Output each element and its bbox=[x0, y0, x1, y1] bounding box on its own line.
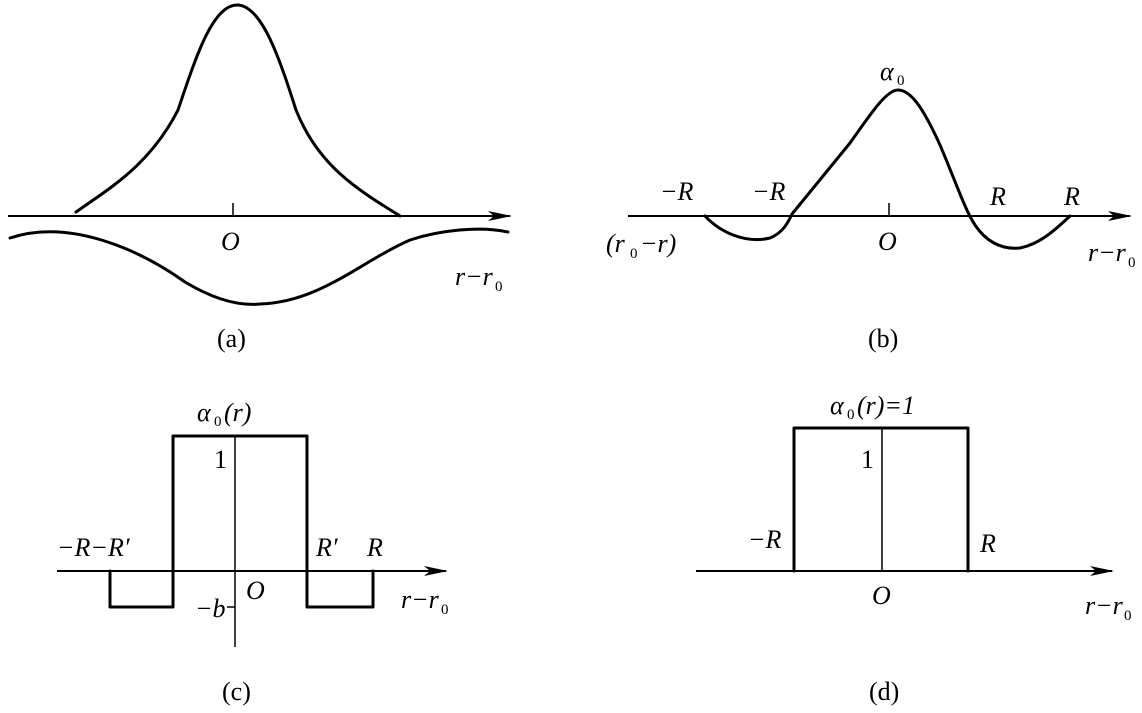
panel-c-origin-label: O bbox=[246, 576, 265, 605]
panel-d-rectangle-function bbox=[792, 426, 970, 573]
panel-d-caption: (d) bbox=[869, 677, 899, 706]
panel-a: O r−r 0 (a) bbox=[8, 3, 512, 353]
panel-a-inverted-curve bbox=[8, 227, 510, 306]
panel-b-label-neg-inner: −R bbox=[752, 177, 786, 206]
panel-c-caption: (c) bbox=[222, 677, 251, 706]
panel-b-peak-label: α bbox=[880, 57, 895, 86]
panel-d-top-label: α bbox=[830, 391, 845, 420]
panel-c-top-label: α bbox=[197, 398, 212, 427]
panel-b-x-axis-label: r−r bbox=[1088, 238, 1127, 267]
panel-d: α 0 (r)=1 1 −R R O r−r 0 (d) bbox=[696, 391, 1132, 706]
panel-c-r-label: R bbox=[366, 533, 383, 562]
panel-c-step-function bbox=[108, 434, 375, 609]
panel-b-peak-label-sub: 0 bbox=[897, 73, 905, 89]
panel-a-origin-label: O bbox=[221, 227, 240, 256]
panel-c-x-axis-label: r−r bbox=[401, 585, 440, 614]
panel-c-neg-label: −R−R′ bbox=[57, 533, 130, 562]
panel-d-x-axis-label: r−r bbox=[1085, 591, 1124, 620]
panel-d-top-label-sub: 0 bbox=[847, 407, 855, 423]
panel-a-x-axis-label: r−r bbox=[455, 262, 494, 291]
panel-d-origin-label: O bbox=[872, 581, 891, 610]
panel-c-r-prime-label: R′ bbox=[315, 533, 338, 562]
panel-c-x-axis-label-sub: 0 bbox=[441, 602, 449, 618]
panel-a-x-axis-label-sub: 0 bbox=[495, 279, 503, 295]
panel-c-one-label: 1 bbox=[214, 445, 227, 474]
panel-a-caption: (a) bbox=[217, 324, 246, 353]
panel-d-one-label: 1 bbox=[861, 445, 874, 474]
panel-c-top-label-sub: 0 bbox=[214, 414, 222, 430]
panel-b-caption: (b) bbox=[868, 324, 898, 353]
panel-b-label-neg-outer: −R bbox=[660, 177, 694, 206]
panel-b-mexican-hat-curve bbox=[703, 88, 1072, 250]
panel-a-bell-curve bbox=[74, 3, 402, 218]
panel-b-left-axis-label-sub: 0 bbox=[630, 246, 638, 262]
panel-b-label-pos-inner: R bbox=[989, 182, 1006, 211]
panel-d-neg-r-label: −R bbox=[748, 525, 782, 554]
panel-d-r-label: R bbox=[979, 529, 996, 558]
panel-b-label-pos-outer: R bbox=[1063, 182, 1080, 211]
panel-d-x-axis-label-sub: 0 bbox=[1124, 608, 1132, 624]
panel-b-left-axis-label-open: (r bbox=[606, 229, 626, 258]
panel-c-minus-b-label: −b bbox=[195, 594, 226, 623]
panel-b-x-axis-label-sub: 0 bbox=[1128, 255, 1136, 271]
panel-b-origin-label: O bbox=[878, 227, 897, 256]
panel-c-top-label-rest: (r) bbox=[224, 398, 251, 427]
panel-c: α 0 (r) 1 −R−R′ R′ R O −b r−r 0 (c) bbox=[57, 398, 449, 706]
panel-d-top-label-rest: (r)=1 bbox=[857, 391, 915, 420]
panel-b-left-axis-label-rest: −r) bbox=[640, 229, 676, 258]
panel-b: α 0 −R −R R R O (r 0 −r) r−r 0 (b) bbox=[606, 57, 1136, 353]
